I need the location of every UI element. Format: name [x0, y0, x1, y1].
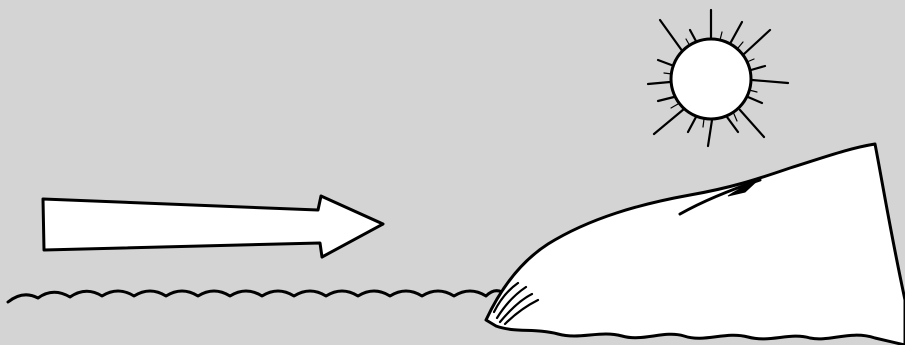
sun-disc [671, 39, 751, 119]
